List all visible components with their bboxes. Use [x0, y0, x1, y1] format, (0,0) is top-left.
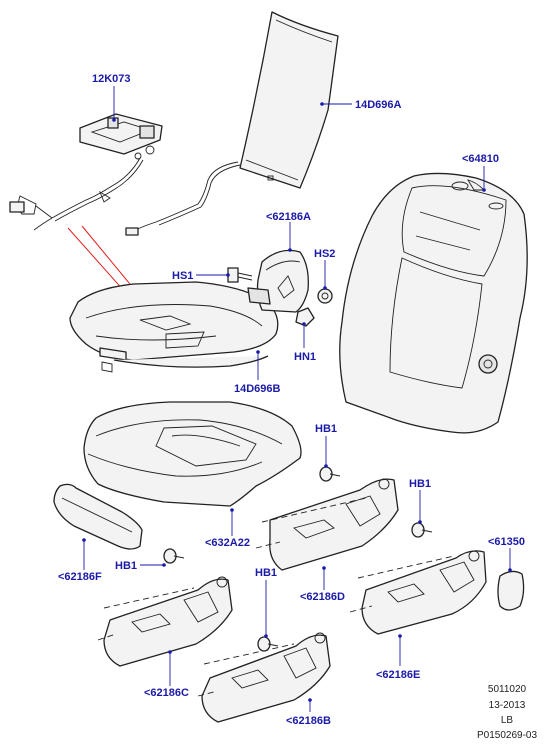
- callout-632a22: <632A22: [205, 537, 250, 549]
- bolt-hb1-right: [411, 522, 433, 538]
- callout-hn1: HN1: [294, 351, 316, 363]
- callout-62186b: <62186B: [286, 715, 331, 727]
- nut-hs2: [317, 288, 333, 304]
- leader-lines: [82, 86, 512, 712]
- callout-hs2: HS2: [314, 248, 335, 260]
- reference-footer: 5011020 13-2013 LB P0150269-03: [477, 684, 537, 741]
- cushion-pad: [83, 401, 302, 507]
- footer-line-4: P0150269-03: [477, 730, 537, 741]
- footer-line-1: 5011020: [488, 684, 527, 695]
- callout-64810: <64810: [462, 153, 499, 165]
- bolt-hb1-top: [319, 466, 341, 482]
- callout-labels: 12K073 14D696A <64810 <62186A HS1 HS2 HN…: [58, 73, 525, 727]
- cap-61350: [497, 570, 525, 611]
- backrest-heater-harness: [125, 161, 241, 236]
- screw-hs1: [227, 267, 253, 283]
- bracket-62186a: [247, 249, 309, 313]
- seat-back-frame: [339, 172, 528, 434]
- backrest-heater-mat: [239, 11, 339, 189]
- callout-61350: <61350: [488, 536, 525, 548]
- callout-hb1-mid: HB1: [255, 567, 277, 579]
- callout-12k073: 12K073: [92, 73, 131, 85]
- callout-62186d: <62186D: [300, 591, 345, 603]
- footer-line-3: LB: [501, 715, 514, 726]
- side-cover-62186b: [197, 632, 331, 723]
- callout-hs1: HS1: [172, 270, 193, 282]
- bolt-hb1-mid: [257, 636, 279, 652]
- side-cover-62186e: [349, 550, 487, 635]
- callout-62186a: <62186A: [266, 211, 311, 223]
- callout-14d696b: 14D696B: [234, 383, 281, 395]
- trim-62186f: [53, 483, 143, 550]
- callout-hb1-right: HB1: [409, 478, 431, 490]
- module-harness: [9, 157, 144, 231]
- clip-hn1: [295, 307, 315, 327]
- heater-control-module: [79, 113, 163, 160]
- footer-line-2: 13-2013: [489, 700, 526, 711]
- side-cover-62186d: [255, 478, 399, 571]
- callout-62186e: <62186E: [376, 669, 420, 681]
- callout-14d696a: 14D696A: [355, 99, 402, 111]
- side-cover-62186c: [97, 576, 233, 667]
- cushion-heater-mat: [69, 281, 279, 373]
- callout-hb1-left: HB1: [115, 560, 137, 572]
- callout-62186f: <62186F: [58, 571, 102, 583]
- callout-hb1-top: HB1: [315, 423, 337, 435]
- callout-62186c: <62186C: [144, 687, 189, 699]
- bolt-hb1-left: [163, 548, 185, 564]
